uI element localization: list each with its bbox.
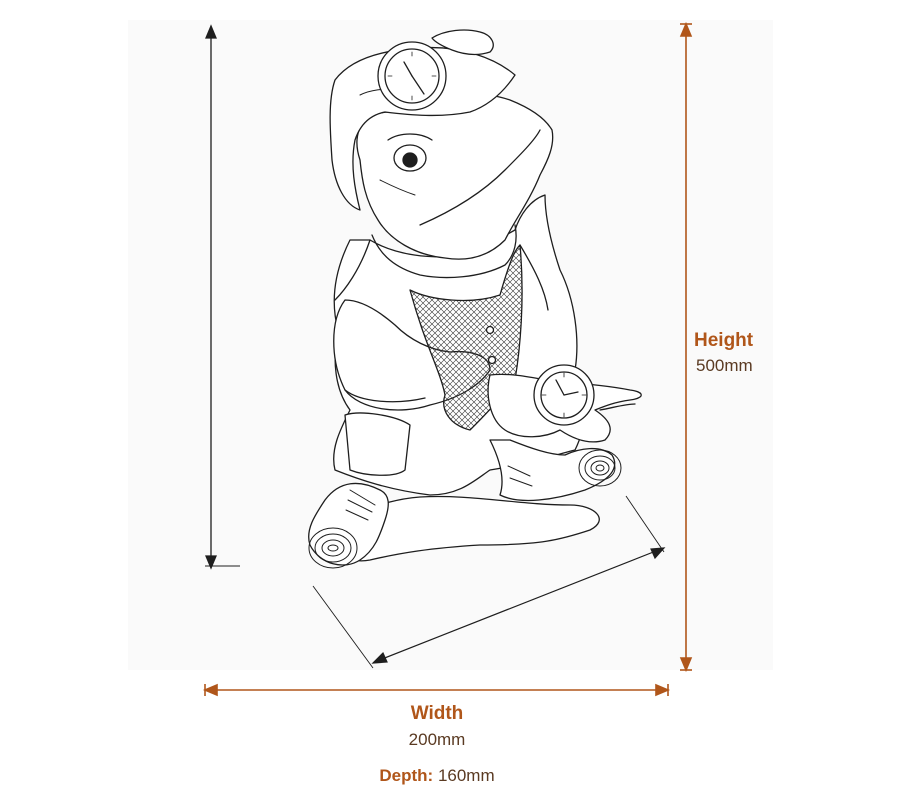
height-value: 500mm [696,356,753,375]
flat-cap [329,46,516,211]
left-leg [308,482,389,566]
hand-watch-icon [533,364,595,426]
base-outline [328,495,600,562]
depth-value: 160mm [437,766,495,785]
cap-clock-icon [377,41,447,111]
height-label: Height [694,330,754,351]
width-label: Width [410,703,464,724]
coat-pocket [344,412,411,476]
vertical-reference-line [205,24,240,570]
depth-dimension-line [312,495,666,669]
width-value: 200mm [408,730,466,749]
left-shoe-sole [308,527,358,569]
width-dimension-line [202,683,671,697]
depth-row: Depth: 160mm [0,766,874,786]
right-shoe-sole [578,449,622,487]
collar [371,224,517,279]
depth-label: Depth: [379,766,434,785]
toad-figurine-illustration [308,29,642,569]
height-dimension-line [679,21,693,673]
right-leg [489,439,616,502]
